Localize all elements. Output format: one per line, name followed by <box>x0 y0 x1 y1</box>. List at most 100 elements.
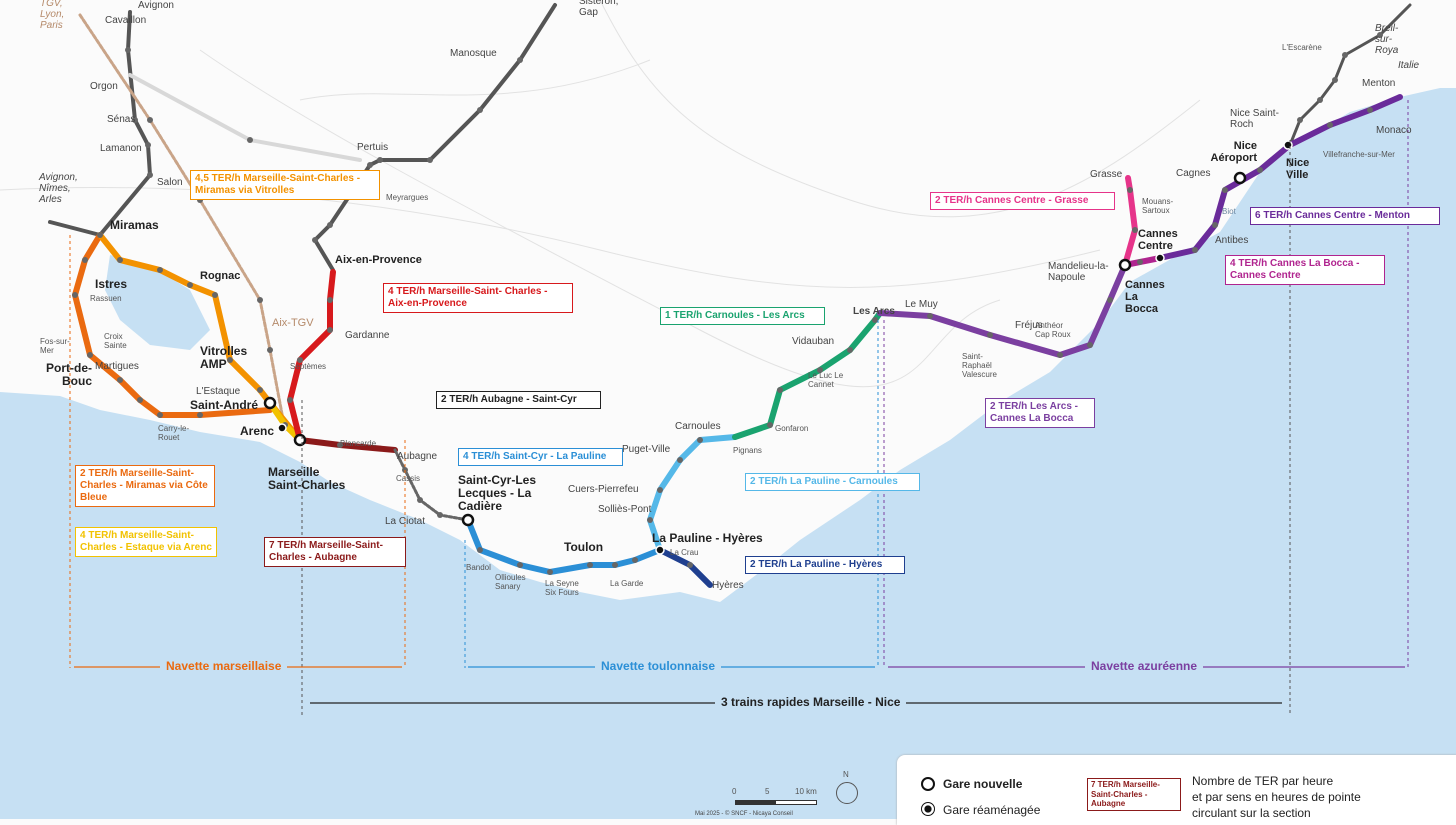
station-label: Nice Aéroport <box>1210 140 1257 165</box>
station-label: Istres <box>95 277 128 291</box>
service-frequency-box: 4 TER/h Marseille-Saint- Charles - Aix-e… <box>383 283 573 313</box>
service-frequency-box: 2 TER/h Les Arcs - Cannes La Bocca <box>985 398 1095 428</box>
station-dot <box>872 317 878 323</box>
station-label: Gardanne <box>345 330 390 341</box>
station-dot <box>97 232 103 238</box>
station-dot <box>1257 167 1263 173</box>
station-label: Vidauban <box>792 336 835 347</box>
legend-renovated-station: Gare réaménagée <box>943 803 1041 817</box>
rail-line <box>1122 175 1138 268</box>
service-frequency-box: 2 TER/h Marseille-Saint-Charles - Mirama… <box>75 465 215 507</box>
station-dot <box>517 57 523 63</box>
station-label: Salon <box>157 177 183 188</box>
station-dot <box>367 162 373 168</box>
station-label: Avignon <box>138 0 174 11</box>
service-frequency-box: 6 TER/h Cannes Centre - Menton <box>1250 207 1440 225</box>
station-label: Carnoules <box>675 421 721 432</box>
service-frequency-box: 4 TER/h Saint-Cyr - La Pauline <box>458 448 623 466</box>
service-frequency-box: 2 TER/h La Pauline - Carnoules <box>745 473 920 491</box>
new-station-marker <box>1118 258 1132 272</box>
compass-icon <box>836 782 858 804</box>
station-label: Saint-André <box>190 398 259 412</box>
station-label: Aubagne <box>397 451 438 462</box>
rail-line <box>465 517 663 575</box>
station-label: Aix-en-Provence <box>335 254 422 266</box>
station-label: Fos-sur-Mer <box>40 337 70 355</box>
station-label: Toulon <box>564 540 604 554</box>
station-dot <box>187 282 193 288</box>
station-label: Saint-Raphaël Valescure <box>962 352 997 379</box>
station-dot <box>117 377 123 383</box>
legend-desc-2: et par sens en heures de pointe <box>1192 790 1361 804</box>
station-label: Nice Ville <box>1286 157 1310 182</box>
station-label: Saint-Cyr-Les Lecques - La Cadière <box>458 473 537 514</box>
station-label: Breil-sur-Roya <box>1375 23 1399 56</box>
service-frequency-box: 1 TER/h Carnoules - Les Arcs <box>660 307 825 325</box>
station-dot <box>212 292 218 298</box>
station-label: La Seyne Six Fours <box>545 579 579 597</box>
station-dot <box>547 569 553 575</box>
renovated-station-marker <box>1283 140 1293 150</box>
station-label: Hyères <box>712 580 744 591</box>
station-label: L'Estaque <box>196 386 241 397</box>
service-frequency-box: 4,5 TER/h Marseille-Saint-Charles - Mira… <box>190 170 380 200</box>
station-dot <box>1222 187 1228 193</box>
station-label: Monaco <box>1376 125 1412 136</box>
new-station-marker <box>263 396 277 410</box>
legend-desc-1: Nombre de TER par heure <box>1192 774 1334 788</box>
station-dot <box>612 562 618 568</box>
station-label: Croix Sainte <box>104 332 127 350</box>
station-dot <box>477 107 483 113</box>
station-label: Avignon, Nîmes, Arles <box>39 172 78 205</box>
station-dot <box>587 562 593 568</box>
new-station-marker <box>461 513 475 527</box>
station-label: L'Escarène <box>1282 43 1322 52</box>
station-dot <box>1132 227 1138 233</box>
sea <box>0 88 1456 819</box>
station-dot <box>777 387 783 393</box>
station-label: Puget-Ville <box>622 444 671 455</box>
station-label: Cagnes <box>1176 168 1211 179</box>
station-label: Arenc <box>240 424 275 438</box>
station-label: TGV, Lyon, Paris <box>40 0 65 31</box>
navette-marseillaise-label: Navette marseillaise <box>160 659 288 673</box>
station-label: Le Luc Le Cannet <box>808 371 844 389</box>
station-label: Fréjus <box>1015 320 1043 331</box>
service-frequency-box: 4 TER/h Cannes La Bocca - Cannes Centre <box>1225 255 1385 285</box>
station-dot <box>437 512 443 518</box>
station-dot <box>647 517 653 523</box>
station-dot <box>137 397 143 403</box>
legend-sample-box: 7 TER/h Marseille-Saint-Charles - Aubagn… <box>1087 778 1181 811</box>
station-dot <box>817 367 823 373</box>
station-dot <box>267 347 273 353</box>
service-frequency-box: 2 TER/h Aubagne - Saint-Cyr <box>436 391 601 409</box>
station-label: Grasse <box>1090 169 1123 180</box>
station-label: Villefranche-sur-Mer <box>1323 150 1395 159</box>
station-dot <box>1137 259 1143 265</box>
new-station-icon <box>921 777 935 791</box>
station-dot <box>227 357 233 363</box>
station-label: Martigues <box>95 361 139 372</box>
service-frequency-box: 2 TER/h La Pauline - Hyères <box>745 556 905 574</box>
renovated-station-marker <box>1155 253 1165 263</box>
new-station-marker <box>1233 171 1247 185</box>
trains-rapides-label: 3 trains rapides Marseille - Nice <box>715 695 907 709</box>
etang-de-berre <box>105 255 210 350</box>
station-dot <box>147 117 153 123</box>
station-label: Ollioules Sanary <box>495 573 526 591</box>
station-dot <box>87 352 93 358</box>
rail-line <box>78 13 287 432</box>
station-label: Sisteron, Gap <box>579 0 619 18</box>
scale-bar <box>735 800 817 805</box>
station-dot <box>1192 247 1198 253</box>
station-dot <box>1367 107 1373 113</box>
station-dot <box>327 297 333 303</box>
station-dot <box>1327 122 1333 128</box>
station-label: Menton <box>1362 78 1396 89</box>
station-label: La Ciotat <box>385 516 426 527</box>
renovated-station-marker <box>655 545 665 555</box>
station-dot <box>247 137 253 143</box>
navette-azureenne-label: Navette azuréenne <box>1085 659 1204 673</box>
station-dot <box>1127 187 1133 193</box>
